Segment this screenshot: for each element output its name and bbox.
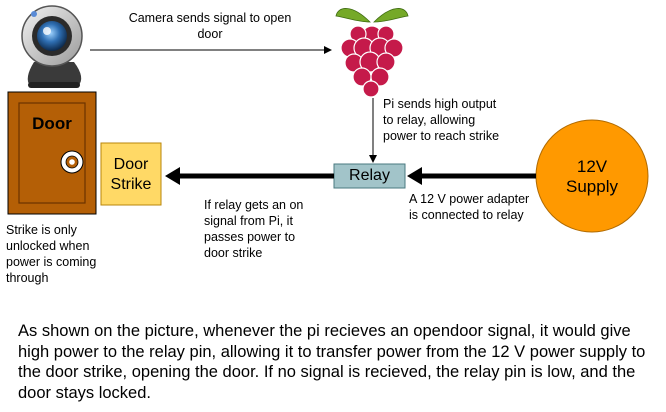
supply-to-relay-annotation: A 12 V power adapter is connected to rel… xyxy=(409,191,559,223)
annotation-line: Pi sends high output xyxy=(383,97,497,111)
explanation-paragraph: As shown on the picture, whenever the pi… xyxy=(18,322,646,402)
annotation-line: passes power to xyxy=(204,230,296,244)
annotation-line: through xyxy=(6,271,49,285)
supply-label-line1: 12V xyxy=(576,157,608,176)
webcam-icon xyxy=(21,5,83,88)
annotation-line: If relay gets an on xyxy=(204,198,304,212)
door-strike-label-line1: Door xyxy=(113,156,149,173)
relay-to-strike-annotation: If relay gets an on signal from Pi, it p… xyxy=(204,197,354,261)
strike-note-annotation: Strike is only unlocked when power is co… xyxy=(6,222,126,286)
annotation-line: is connected to relay xyxy=(409,208,524,222)
door-strike-label: Door Strike xyxy=(101,155,161,195)
annotation-line: Camera sends signal to open xyxy=(128,11,292,25)
pi-to-relay-annotation: Pi sends high output to relay, allowing … xyxy=(383,96,543,144)
annotation-line: power is coming xyxy=(6,255,97,269)
annotation-line: unlocked when xyxy=(6,239,90,253)
relay-label: Relay xyxy=(349,167,390,184)
annotation-line: signal from Pi, it xyxy=(204,214,293,228)
annotation-line: Strike is only xyxy=(6,223,77,237)
door-strike-label-line2: Strike xyxy=(110,176,152,193)
annotation-line: door strike xyxy=(204,246,263,260)
camera-to-pi-annotation: Camera sends signal to open door xyxy=(110,10,310,42)
relay-box xyxy=(333,163,406,189)
raspberry-pi-icon xyxy=(335,8,409,98)
door-strike-box xyxy=(100,142,162,206)
annotation-line: to relay, allowing xyxy=(383,113,476,127)
diagram-canvas xyxy=(7,5,649,233)
supply-label-line2: Supply xyxy=(566,177,618,196)
relay-to-strike-arrow xyxy=(165,167,334,185)
door-node xyxy=(7,91,97,215)
supply-to-relay-arrow xyxy=(407,167,536,185)
supply-label: 12V Supply xyxy=(536,157,648,197)
annotation-line: door xyxy=(197,27,223,41)
annotation-line: power to reach strike xyxy=(383,129,500,143)
annotation-line: A 12 V power adapter xyxy=(409,192,530,206)
door-label: Door xyxy=(32,114,72,133)
